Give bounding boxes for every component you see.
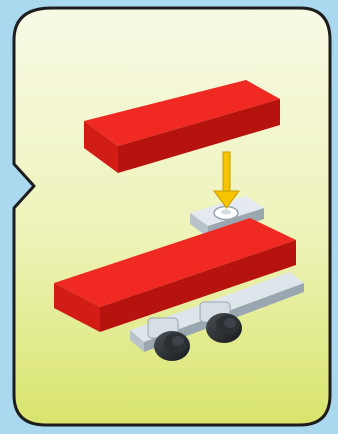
instruction-panel — [14, 8, 330, 425]
